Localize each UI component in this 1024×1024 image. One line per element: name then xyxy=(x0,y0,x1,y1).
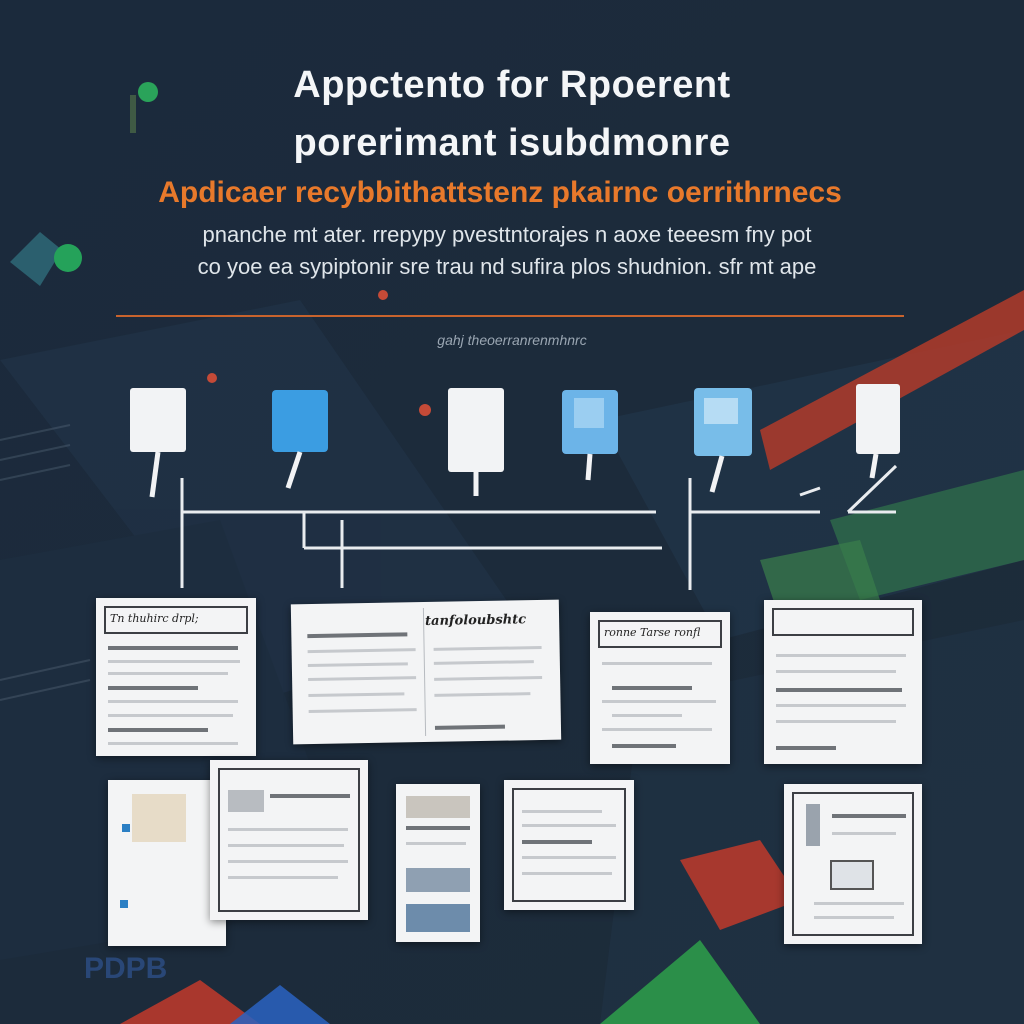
document-icon xyxy=(856,384,900,479)
open-book-document[interactable]: tanfoloubshtc xyxy=(290,599,562,745)
description-line-2: co yoe ea sypiptonir sre trau nd sufira … xyxy=(197,254,817,279)
document-icon xyxy=(130,388,186,498)
text-line xyxy=(228,844,344,847)
text-line xyxy=(522,872,612,875)
document-card[interactable] xyxy=(764,600,922,764)
text-line xyxy=(433,660,534,665)
text-line xyxy=(814,916,894,919)
illustration xyxy=(122,824,130,832)
text-line xyxy=(308,676,417,682)
text-line xyxy=(612,714,682,717)
text-line xyxy=(108,714,233,717)
text-line xyxy=(307,662,408,668)
text-line xyxy=(406,842,466,845)
document-heading: ronne Tarse ronfl xyxy=(598,620,722,648)
speech-bubble-icon xyxy=(694,388,752,493)
text-line xyxy=(602,728,712,731)
text-line xyxy=(434,675,543,681)
document-card[interactable] xyxy=(396,784,480,942)
image-placeholder xyxy=(228,790,264,812)
image-placeholder xyxy=(830,860,874,890)
text-line xyxy=(108,660,240,663)
document-card[interactable] xyxy=(504,780,634,910)
text-line xyxy=(308,692,405,698)
text-line xyxy=(522,810,602,813)
text-line xyxy=(776,670,896,673)
text-line xyxy=(108,646,238,650)
divider xyxy=(116,315,904,317)
text-line xyxy=(522,856,616,859)
text-line xyxy=(776,704,906,707)
text-line xyxy=(307,648,416,654)
text-line xyxy=(108,686,198,690)
text-line xyxy=(612,744,676,748)
text-line xyxy=(270,794,350,798)
text-line xyxy=(433,645,542,651)
document-card[interactable] xyxy=(210,760,368,920)
text-line xyxy=(228,828,348,831)
text-line xyxy=(434,692,531,697)
speech-bubble-icon xyxy=(562,390,618,481)
illustration xyxy=(120,900,128,908)
text-line xyxy=(832,814,906,818)
text-line xyxy=(522,840,592,844)
text-line xyxy=(776,720,896,723)
text-line xyxy=(108,742,238,745)
photo-page[interactable] xyxy=(108,780,226,946)
document-card[interactable]: ronne Tarse ronfl xyxy=(590,612,730,764)
subtitle: Apdicaer recybbithattstenz pkairnc oerri… xyxy=(158,176,842,209)
text-line xyxy=(814,902,904,905)
document-card[interactable]: Tn thuhirc drpl; xyxy=(96,598,256,756)
page-border xyxy=(792,792,914,936)
text-line xyxy=(108,728,208,732)
document-card[interactable] xyxy=(784,784,922,944)
text-line xyxy=(307,632,408,639)
text-line xyxy=(108,672,228,675)
title-line-1: Appctento for Rpoerent xyxy=(293,64,731,106)
document-heading xyxy=(772,608,914,636)
speech-bubble-icon xyxy=(272,390,328,489)
text-line xyxy=(522,824,616,827)
bracket-lines xyxy=(180,464,898,590)
text-line xyxy=(308,708,417,714)
text-line xyxy=(228,860,348,863)
description-line-1: pnanche mt ater. rrepypy pvesttntorajes … xyxy=(202,222,812,247)
corner-text: PDPB xyxy=(84,952,168,985)
text-line xyxy=(832,832,896,835)
image-placeholder xyxy=(406,796,470,818)
text-line xyxy=(434,724,506,730)
illustration xyxy=(406,904,470,932)
text-line xyxy=(108,700,238,703)
text-line xyxy=(776,688,902,692)
document-icon xyxy=(448,388,504,496)
caption: gahj theoerranrenmhnrc xyxy=(437,332,587,348)
illustration xyxy=(132,794,186,842)
text-line xyxy=(776,654,906,657)
text-line xyxy=(776,746,836,750)
text-line xyxy=(602,700,716,703)
text-line xyxy=(612,686,692,690)
illustration xyxy=(406,868,470,892)
document-heading: Tn thuhirc drpl; xyxy=(104,606,248,634)
page-border xyxy=(218,768,360,912)
text-line xyxy=(602,662,712,665)
document-heading: tanfoloubshtc xyxy=(424,612,527,630)
illustration xyxy=(806,804,820,846)
text-line xyxy=(228,876,338,879)
page-border xyxy=(512,788,626,902)
text-line xyxy=(406,826,470,830)
title-line-2: porerimant isubdmonre xyxy=(293,122,731,164)
